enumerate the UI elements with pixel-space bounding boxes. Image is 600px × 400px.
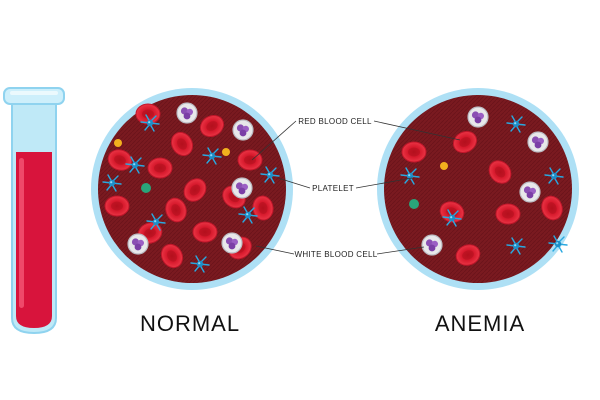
platelet-granule <box>114 139 122 147</box>
white-blood-cell <box>176 102 198 124</box>
green-cell <box>409 199 419 209</box>
leader-line-wbc-normal <box>255 245 295 255</box>
leader-line-platelet-normal <box>277 177 311 189</box>
label-platelet: PLATELET <box>312 184 354 193</box>
white-blood-cell <box>527 131 549 153</box>
label-white-blood-cell: WHITE BLOOD CELL <box>294 250 377 259</box>
caption-anemia: ANEMIA <box>435 311 525 336</box>
red-blood-cell <box>147 157 173 179</box>
red-blood-cell <box>495 203 521 225</box>
tube-blood <box>16 152 52 328</box>
leader-line-wbc-anemia <box>376 246 425 255</box>
caption-normal: NORMAL <box>140 311 240 336</box>
red-blood-cell <box>192 221 218 243</box>
white-blood-cell <box>421 234 443 256</box>
white-blood-cell <box>231 177 253 199</box>
anemia-blood-sample <box>377 88 579 290</box>
white-blood-cell <box>519 181 541 203</box>
white-blood-cell <box>221 232 243 254</box>
leader-lines <box>251 120 461 255</box>
white-blood-cell <box>127 233 149 255</box>
leader-line-rbc-normal <box>251 120 297 161</box>
red-blood-cell <box>401 141 427 163</box>
white-blood-cell <box>467 106 489 128</box>
label-red-blood-cell: RED BLOOD CELL <box>298 117 372 126</box>
leader-line-rbc-anemia <box>373 120 461 141</box>
green-cell <box>141 183 151 193</box>
red-blood-cell <box>104 195 130 217</box>
platelet-granule <box>440 162 448 170</box>
test-tube <box>3 87 65 335</box>
white-blood-cell <box>232 119 254 141</box>
normal-blood-sample <box>91 88 293 290</box>
leader-line-platelet-anemia <box>355 177 413 189</box>
platelet-granule <box>222 148 230 156</box>
red-blood-cell <box>237 149 263 171</box>
